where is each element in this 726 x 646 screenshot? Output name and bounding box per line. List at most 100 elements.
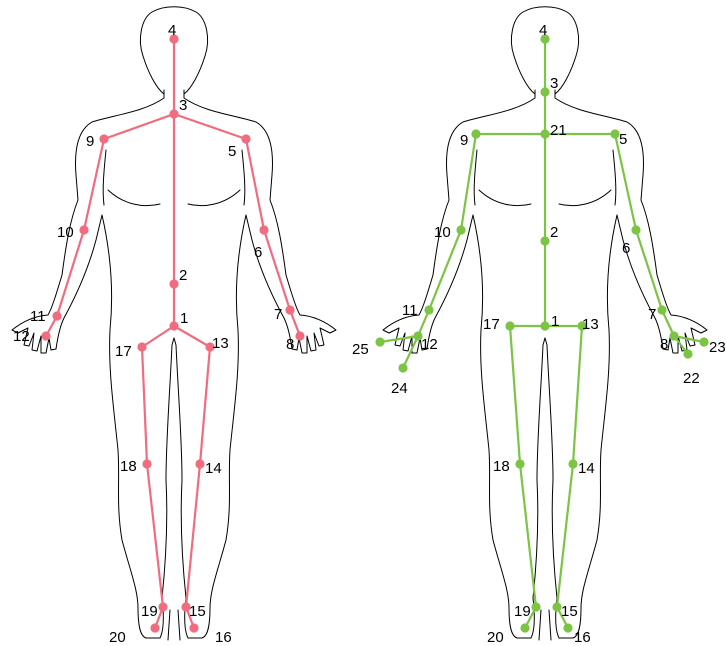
right-joint-label-13: 13 [582, 316, 599, 333]
left-joint-14 [195, 459, 204, 468]
left-joint-label-16: 16 [215, 629, 232, 646]
right-joint-23 [699, 337, 708, 346]
left-bone-1-17 [142, 326, 174, 347]
left-joint-17 [137, 342, 146, 351]
left-joint-9 [99, 134, 108, 143]
left-bone-6-7 [264, 230, 290, 310]
right-bone-14-15 [557, 464, 573, 607]
left-joint-label-19: 19 [141, 603, 158, 620]
right-joint-label-6: 6 [622, 240, 630, 257]
right-joint-label-16: 16 [574, 629, 591, 646]
right-joint-14 [568, 459, 577, 468]
right-joint-19 [531, 602, 540, 611]
left-joint-label-1: 1 [180, 310, 188, 327]
right-joint-label-5: 5 [619, 131, 627, 148]
right-joint-label-2: 2 [550, 224, 558, 241]
left-bone-9-10 [84, 139, 104, 230]
left-bone-18-19 [147, 464, 163, 607]
right-joint-label-20: 20 [487, 629, 504, 646]
left-bone-14-15 [186, 464, 200, 607]
right-joint-2 [540, 236, 549, 245]
right-outline-stroke-7 [613, 150, 616, 205]
skeleton-right: 1234567891011121314151617181920212223242… [352, 22, 726, 646]
right-outline-stroke-3 [479, 190, 531, 206]
right-joint-22 [683, 349, 692, 358]
left-joint-1 [169, 321, 178, 330]
right-bone-13-14 [573, 326, 582, 464]
left-joint-label-9: 9 [86, 133, 94, 150]
right-joint-7 [657, 305, 666, 314]
right-joint-label-18: 18 [493, 458, 510, 475]
left-outline-stroke-5 [168, 610, 170, 640]
right-joint-label-7: 7 [648, 306, 656, 323]
left-outline-stroke-8 [178, 610, 180, 640]
right-joint-label-9: 9 [460, 132, 468, 149]
left-joint-label-13: 13 [212, 335, 229, 352]
right-bone-5-6 [615, 134, 636, 230]
right-joint-label-25: 25 [352, 341, 369, 358]
right-bone-6-7 [636, 230, 662, 310]
left-joint-12 [41, 331, 50, 340]
left-joint-5 [241, 134, 250, 143]
right-joint-label-8: 8 [660, 336, 668, 353]
right-joint-8 [669, 331, 678, 340]
right-joint-17 [505, 321, 514, 330]
left-joint-label-11: 11 [30, 308, 46, 325]
right-joint-3 [540, 87, 549, 96]
right-joint-10 [456, 225, 465, 234]
left-joint-19 [158, 602, 167, 611]
left-joint-18 [142, 459, 151, 468]
right-outline-stroke-5 [539, 610, 541, 640]
left-joint-3 [169, 109, 178, 118]
right-joint-1 [540, 321, 549, 330]
right-bone-17-18 [510, 326, 520, 464]
right-joint-16 [563, 623, 572, 632]
right-joint-20 [520, 623, 529, 632]
left-joint-label-3: 3 [179, 97, 187, 114]
right-joint-label-21: 21 [550, 122, 567, 139]
left-outline-stroke-1 [12, 90, 174, 638]
left-joint-label-7: 7 [274, 306, 282, 323]
left-joint-6 [259, 225, 268, 234]
left-joint-label-5: 5 [228, 143, 236, 160]
right-joint-label-4: 4 [539, 22, 547, 39]
left-outline-stroke-2 [174, 90, 336, 638]
right-joint-25 [375, 337, 384, 346]
right-joint-label-24: 24 [391, 380, 408, 397]
right-joint-label-17: 17 [483, 316, 500, 333]
right-joint-11 [424, 305, 433, 314]
right-outline-stroke-8 [549, 610, 551, 640]
left-bone-13-14 [200, 347, 210, 464]
left-joint-label-6: 6 [254, 244, 262, 261]
right-joint-24 [398, 363, 407, 372]
right-joint-label-3: 3 [550, 75, 558, 92]
left-joint-2 [169, 279, 178, 288]
left-joint-8 [295, 331, 304, 340]
left-joint-label-12: 12 [13, 328, 30, 345]
left-joint-label-8: 8 [286, 336, 294, 353]
skeleton-left: 1234567891011121314151617181920 [13, 22, 305, 646]
left-joint-label-10: 10 [57, 224, 74, 241]
left-joint-20 [150, 623, 159, 632]
left-bone-5-6 [246, 139, 264, 230]
left-joint-label-15: 15 [189, 603, 206, 620]
right-joint-label-11: 11 [402, 302, 418, 319]
left-joint-10 [79, 225, 88, 234]
right-joint-label-10: 10 [434, 224, 451, 241]
left-bone-10-11 [57, 230, 84, 316]
left-joint-16 [189, 623, 198, 632]
right-joint-21 [540, 129, 549, 138]
right-joint-label-15: 15 [561, 603, 578, 620]
left-bone-17-18 [142, 347, 147, 464]
right-outline-stroke-4 [474, 150, 477, 205]
left-joint-label-2: 2 [179, 267, 187, 284]
right-outline-stroke-2 [545, 90, 707, 638]
left-bone-3-5 [174, 114, 246, 139]
right-joint-18 [515, 459, 524, 468]
left-outline-stroke-6 [188, 190, 240, 206]
left-outline-stroke-3 [108, 190, 160, 206]
left-bone-1-13 [174, 326, 210, 347]
left-joint-label-17: 17 [115, 343, 132, 360]
left-bone-3-9 [104, 114, 174, 139]
